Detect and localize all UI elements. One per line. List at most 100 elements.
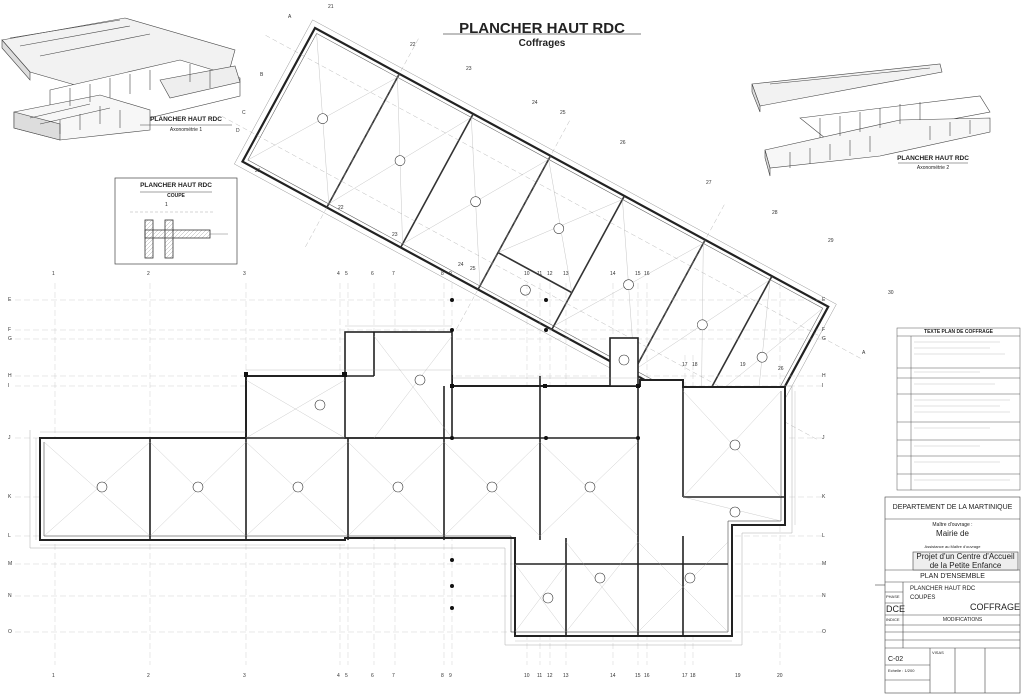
grid-label-right: F (822, 327, 826, 333)
grid-label-top: 6 (371, 271, 374, 277)
grid-label-top: 15 (635, 271, 641, 277)
drawing-title: PLANCHER HAUT RDC (459, 20, 625, 37)
grid-label-left: N (8, 593, 12, 599)
tb-project-line1: Projet d'un Centre d'Accueil (916, 552, 1015, 561)
grid-label-diagonal: 28 (772, 210, 778, 216)
grid-label-right: O (822, 629, 826, 635)
grid-label-left: K (8, 494, 12, 500)
grid-label-right: N (822, 593, 826, 599)
grid-label-diagonal: 21 (255, 168, 261, 174)
grid-label-bottom: 6 (371, 673, 374, 679)
tb-sheet-type: COUPES (910, 595, 936, 601)
grid-label-right: H (822, 373, 826, 379)
grid-label-diagonal: 19 (740, 362, 746, 368)
grid-label-bottom: 4 (337, 673, 340, 679)
grid-label-bottom: 3 (243, 673, 246, 679)
grid-label-right: K (822, 494, 826, 500)
grid-label-bottom: 12 (547, 673, 553, 679)
main-floor-plan (39, 298, 786, 637)
tb-sheet-no: C-02 (888, 656, 904, 663)
grid-label-top: 12 (547, 271, 553, 277)
notes-title: TEXTE PLAN DE COFFRAGE (924, 329, 993, 335)
grid-label-bottom: 15 (635, 673, 641, 679)
grid-label-diagonal: 26 (778, 366, 784, 372)
tb-level: PLANCHER HAUT RDC (910, 586, 976, 592)
grid-label-bottom: 9 (449, 673, 452, 679)
grid-label-top: 2 (147, 271, 150, 277)
axonometry-left (1, 17, 241, 141)
grid-label-top: 3 (243, 271, 246, 277)
grid-label-top: 1 (52, 271, 55, 277)
grid-label-top: 10 (524, 271, 530, 277)
axo-right-caption: Axonométrie 2 (916, 165, 950, 171)
grid-label-top: 4 (337, 271, 340, 277)
grid-label-diagonal: C (242, 110, 246, 116)
grid-label-diagonal: 26 (620, 140, 626, 146)
tb-modifications: MODIFICATIONS (942, 617, 983, 623)
grid-label-left: L (8, 533, 11, 539)
tb-project-line2: de la Petite Enfance (929, 561, 1002, 570)
grid-label-diagonal: 24 (458, 262, 464, 268)
tb-department: DEPARTEMENT DE LA MARTINIQUE (892, 504, 1013, 511)
grid-label-diagonal: 25 (560, 110, 566, 116)
grid-label-bottom: 1 (52, 673, 55, 679)
axo-left-title: PLANCHER HAUT RDC (150, 116, 222, 123)
axo-left-caption: Axonométrie 1 (169, 127, 203, 133)
grid-label-bottom: 7 (392, 673, 395, 679)
grid-label-right: M (822, 561, 827, 567)
grid-label-top: 11 (537, 271, 543, 277)
tb-indice-label: INDICE (886, 617, 900, 622)
grid-label-left: J (8, 435, 11, 441)
tb-phase-label: PHASE (886, 594, 900, 599)
detail-caption: COUPE (167, 193, 185, 199)
grid-label-diagonal: 21 (328, 4, 334, 10)
tb-project-label: Assistance au Maître d'ouvrage (924, 544, 981, 549)
grid-label-diagonal: 30 (888, 290, 894, 296)
grid-label-diagonal: A (288, 14, 292, 20)
grid-label-bottom: 11 (537, 673, 543, 679)
grid-label-left: F (8, 327, 12, 333)
axo-right-title: PLANCHER HAUT RDC (897, 155, 969, 162)
grid-label-top: 5 (345, 271, 348, 277)
grid-label-bottom: 17 (682, 673, 688, 679)
grid-label-diagonal: 18 (692, 362, 698, 368)
axonometry-right (751, 63, 991, 177)
grid-label-left: G (8, 336, 12, 342)
drawing-subtitle: Coffrages (518, 38, 566, 49)
grid-label-left: O (8, 629, 12, 635)
grid-label-left: I (8, 383, 10, 389)
title-block-frame (875, 496, 1021, 694)
grid-label-bottom: 18 (690, 673, 696, 679)
grid-label-bottom: 13 (563, 673, 569, 679)
grid-label-top: 16 (644, 271, 650, 277)
grid-label-bottom: 8 (441, 673, 444, 679)
grid-label-bottom: 19 (735, 673, 741, 679)
main-plan-offset (29, 385, 793, 646)
tb-discipline: COFFRAGE (970, 602, 1021, 612)
grid-label-top: 9 (449, 271, 452, 277)
grid-label-bottom: 2 (147, 673, 150, 679)
grid-label-bottom: 16 (644, 673, 650, 679)
grid-label-bottom: 14 (610, 673, 616, 679)
grid-label-right: I (822, 383, 824, 389)
grid-label-top: 8 (441, 271, 444, 277)
grid-label-right: G (822, 336, 826, 342)
grid-label-bottom: 5 (345, 673, 348, 679)
grid-label-left: H (8, 373, 12, 379)
notes-table (896, 327, 1021, 491)
grid-label-top: 14 (610, 271, 616, 277)
grid-label-right: E (822, 297, 826, 303)
grid-label-left: E (8, 297, 12, 303)
grid-label-diagonal: 23 (392, 232, 398, 238)
grid-label-diagonal: 29 (828, 238, 834, 244)
grid-label-diagonal: 17 (682, 362, 688, 368)
tb-plan: PLAN D'ENSEMBLE (920, 573, 985, 580)
grid-label-diagonal: 22 (338, 205, 344, 211)
grid-label-diagonal: B (260, 72, 264, 78)
grid-label-diagonal: 23 (466, 66, 472, 72)
grid-label-left: M (8, 561, 13, 567)
grid-label-bottom: 20 (777, 673, 783, 679)
grid-label-diagonal: 24 (532, 100, 538, 106)
detail-ref: 1 (165, 202, 168, 208)
